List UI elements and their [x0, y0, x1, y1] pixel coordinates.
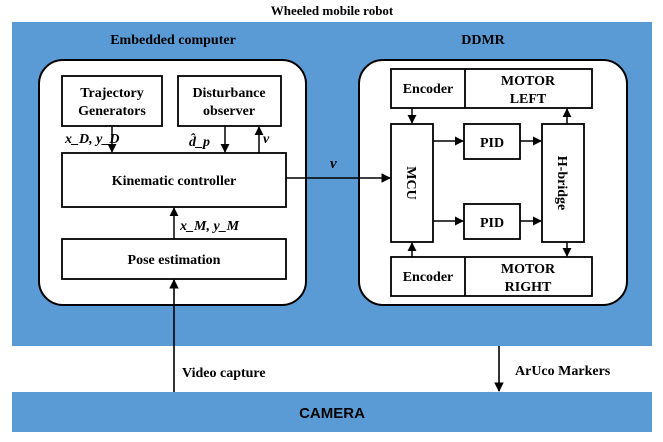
- camera-bar: [12, 392, 652, 432]
- diagram-title: Wheeled mobile robot: [271, 3, 394, 18]
- v-feedback-label: v: [263, 132, 270, 147]
- embedded-title: Embedded computer: [110, 33, 236, 48]
- trajectory-label-line2: Generators: [78, 104, 146, 119]
- mcu-box: [390, 123, 434, 243]
- motor-right-label-line2: RIGHT: [505, 280, 552, 295]
- pose-estimation-label: Pose estimation: [128, 253, 221, 268]
- hbridge-label: H-bridge: [554, 156, 569, 210]
- encoder-bottom-label: Encoder: [403, 270, 454, 285]
- dp-label: d̂_p: [189, 132, 210, 150]
- ddmr-title: DDMR: [461, 33, 505, 48]
- disturbance-observer-box: [177, 75, 282, 127]
- aruco-label: ArUco Markers: [515, 364, 611, 379]
- video-capture-label: Video capture: [182, 366, 266, 381]
- xm-ym-label: x_M, y_M: [179, 219, 240, 234]
- mcu-label: MCU: [403, 166, 418, 199]
- pid-top-label: PID: [480, 136, 504, 151]
- encoder-motor-right-box: [390, 256, 593, 297]
- trajectory-generators-box: [61, 75, 163, 127]
- pid-top-box: [463, 123, 521, 160]
- camera-label: CAMERA: [299, 405, 365, 422]
- disturbance-label-line2: observer: [203, 104, 255, 119]
- disturbance-label-line1: Disturbance: [192, 86, 265, 101]
- ddmr-box: [358, 59, 628, 306]
- motor-left-label-line2: LEFT: [510, 92, 547, 107]
- motor-left-label-line1: MOTOR: [501, 74, 556, 89]
- trajectory-label-line1: Trajectory: [80, 86, 143, 101]
- encoder-top-label: Encoder: [403, 82, 454, 97]
- pid-bottom-label: PID: [480, 216, 504, 231]
- motor-right-label-line1: MOTOR: [501, 262, 556, 277]
- kinematic-controller-box: [61, 152, 287, 208]
- pose-estimation-box: [61, 238, 287, 280]
- xd-yd-label: x_D, y_D: [64, 132, 119, 147]
- encoder-motor-left-box: [390, 68, 593, 109]
- kinematic-controller-label: Kinematic controller: [112, 174, 237, 189]
- v-link-label: v: [330, 156, 337, 172]
- hbridge-box: [541, 123, 585, 243]
